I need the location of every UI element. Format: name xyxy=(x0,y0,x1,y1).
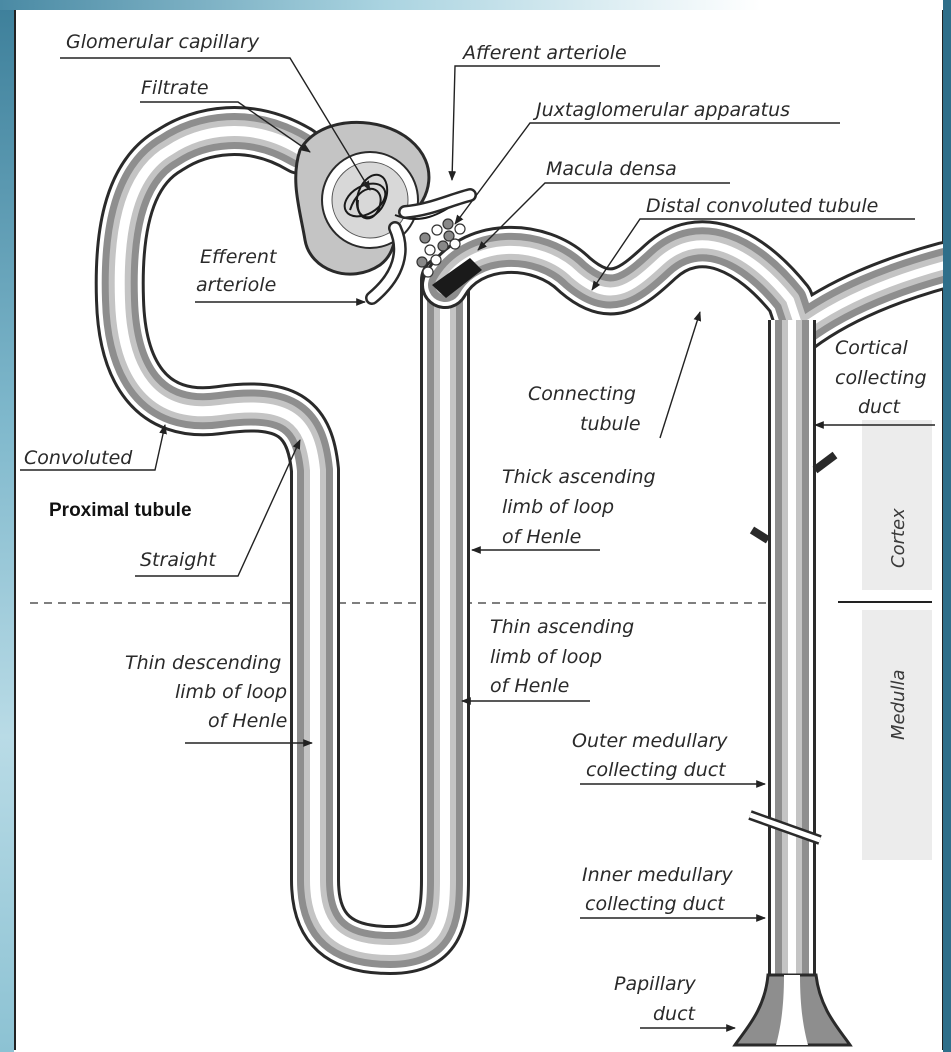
label-thin-desc-line1: Thin descending xyxy=(125,652,281,674)
label-thick-line2: limb of loop xyxy=(502,496,614,518)
label-connecting-line2: tubule xyxy=(580,413,641,435)
distal-tubule xyxy=(445,244,945,330)
label-thick-line3: of Henle xyxy=(502,526,581,548)
label-afferent-arteriole: Afferent arteriole xyxy=(461,42,627,64)
label-macula-densa: Macula densa xyxy=(546,158,677,180)
label-papillary-line1: Papillary xyxy=(614,973,696,995)
label-outer-line2: collecting duct xyxy=(586,759,727,781)
zone-label-medulla: Medulla xyxy=(888,670,909,740)
bowmans-capsule xyxy=(296,122,429,274)
label-filtrate: Filtrate xyxy=(141,77,209,99)
label-proximal-tubule: Proximal tubule xyxy=(49,500,192,521)
label-thin-desc-line2: limb of loop xyxy=(175,681,287,703)
label-outer-line1: Outer medullary xyxy=(572,730,728,752)
label-thin-asc-line2: limb of loop xyxy=(490,646,602,668)
label-glomerular-capillary: Glomerular capillary xyxy=(66,31,260,53)
label-papillary-line2: duct xyxy=(653,1003,697,1025)
label-cortical-line2: collecting xyxy=(835,367,927,389)
label-inner-line2: collecting duct xyxy=(585,893,726,915)
label-convoluted: Convoluted xyxy=(24,447,133,469)
label-inner-line1: Inner medullary xyxy=(582,864,734,886)
label-straight: Straight xyxy=(140,549,217,571)
label-efferent-line1: Efferent xyxy=(200,246,278,268)
label-efferent-line2: arteriole xyxy=(196,274,276,296)
label-thin-asc-line1: Thin ascending xyxy=(490,616,634,638)
label-thin-asc-line3: of Henle xyxy=(490,675,569,697)
label-distal-convoluted-tubule: Distal convoluted tubule xyxy=(646,195,878,217)
label-cortical-line1: Cortical xyxy=(835,337,909,359)
label-connecting-line1: Connecting xyxy=(528,383,636,405)
right-background-strip xyxy=(943,0,951,1052)
collecting-duct xyxy=(735,320,850,1045)
zone-label-cortex: Cortex xyxy=(888,508,909,568)
label-thick-line1: Thick ascending xyxy=(502,466,656,488)
label-cortical-line3: duct xyxy=(858,396,902,418)
label-juxtaglomerular-apparatus: Juxtaglomerular apparatus xyxy=(532,99,790,121)
label-thin-desc-line3: of Henle xyxy=(208,710,287,732)
